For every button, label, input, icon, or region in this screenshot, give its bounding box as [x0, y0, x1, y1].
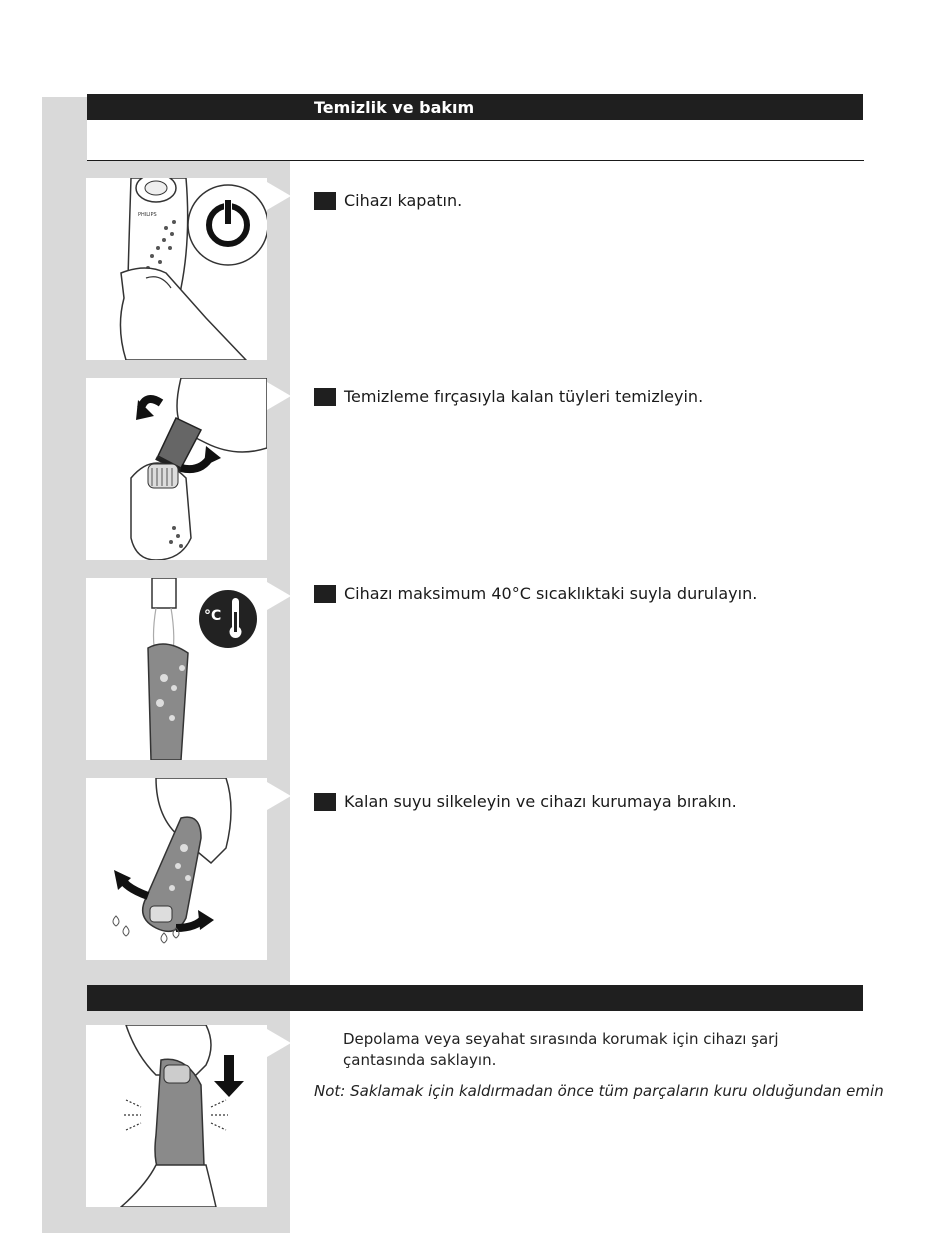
- storage-note: Not: Saklamak için kaldırmadan önce tüm …: [314, 1082, 884, 1100]
- step-pointer: [267, 1029, 291, 1057]
- brush-cleaning-illustration: [86, 378, 267, 560]
- step-pointer: [267, 782, 291, 810]
- storage-paragraph: Depolama veya seyahat sırasında korumak …: [343, 1030, 779, 1069]
- step-text: Cihazı kapatın.: [344, 191, 463, 210]
- section-header-bar-2: [87, 985, 863, 1011]
- shake-dry-illustration: [86, 778, 267, 960]
- step-3: Cihazı maksimum 40°C sıcaklıktaki suyla …: [314, 584, 757, 604]
- step-text: Temizleme fırçasıyla kalan tüyleri temiz…: [344, 387, 704, 406]
- step-marker: [314, 793, 336, 811]
- header-spacer: [87, 120, 290, 160]
- step-marker: [314, 585, 336, 603]
- divider-line: [87, 160, 864, 161]
- step-marker: [314, 192, 336, 210]
- power-off-illustration: PHILIPS: [86, 178, 267, 360]
- step-pointer: [267, 382, 291, 410]
- temperature-unit-label: °C: [204, 608, 221, 624]
- step-1: Cihazı kapatın.: [314, 191, 462, 211]
- storage-pouch-illustration: [86, 1025, 267, 1207]
- rinse-illustration: °C: [86, 578, 267, 760]
- section-title: Temizlik ve bakım: [314, 98, 475, 117]
- step-2: Temizleme fırçasıyla kalan tüyleri temiz…: [314, 387, 703, 407]
- step-marker: [314, 388, 336, 406]
- step-text: Cihazı maksimum 40°C sıcaklıktaki suyla …: [344, 584, 758, 603]
- step-pointer: [267, 182, 291, 210]
- brand-label: PHILIPS: [138, 212, 157, 218]
- step-pointer: [267, 582, 291, 610]
- step-4: Kalan suyu silkeleyin ve cihazı kurumaya…: [314, 792, 737, 812]
- step-text: Kalan suyu silkeleyin ve cihazı kurumaya…: [344, 792, 737, 811]
- section-header-bar: Temizlik ve bakım: [87, 94, 863, 120]
